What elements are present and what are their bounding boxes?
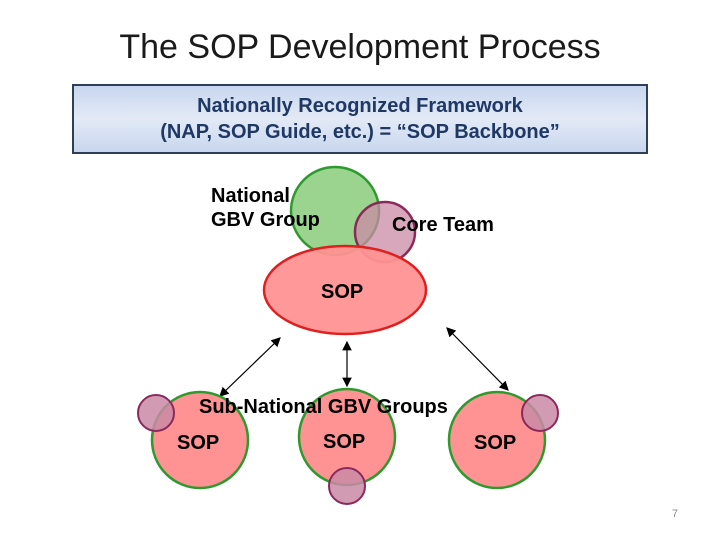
national-group-label: National GBV Group [211, 184, 320, 232]
sub-sop-circle-right [447, 390, 547, 490]
sub-sop-label-left: SOP [177, 432, 220, 454]
banner-line-1: Nationally Recognized Framework [197, 95, 523, 117]
page-number: 7 [671, 508, 678, 520]
national-group-label-line-1: National [211, 185, 290, 207]
sub-national-label: Sub-National GBV Groups [199, 396, 448, 418]
sub-sop-circle-left [150, 390, 250, 490]
satellite-circle-right [521, 394, 559, 432]
framework-banner: Nationally Recognized Framework (NAP, SO… [72, 84, 648, 154]
banner-line-2: (NAP, SOP Guide, etc.) = “SOP Backbone” [160, 121, 560, 143]
slide-title: The SOP Development Process [119, 28, 601, 66]
arrow-left [219, 337, 281, 397]
central-sop-ellipse [262, 244, 428, 336]
sub-sop-label-right: SOP [474, 432, 517, 454]
core-team-label: Core Team [392, 214, 494, 236]
sub-sop-label-middle: SOP [323, 431, 366, 453]
satellite-circle-middle [328, 467, 366, 505]
national-group-label-line-2: GBV Group [211, 209, 320, 231]
satellite-circle-left [137, 394, 175, 432]
arrow-right [446, 327, 509, 391]
central-sop-label: SOP [321, 281, 364, 303]
